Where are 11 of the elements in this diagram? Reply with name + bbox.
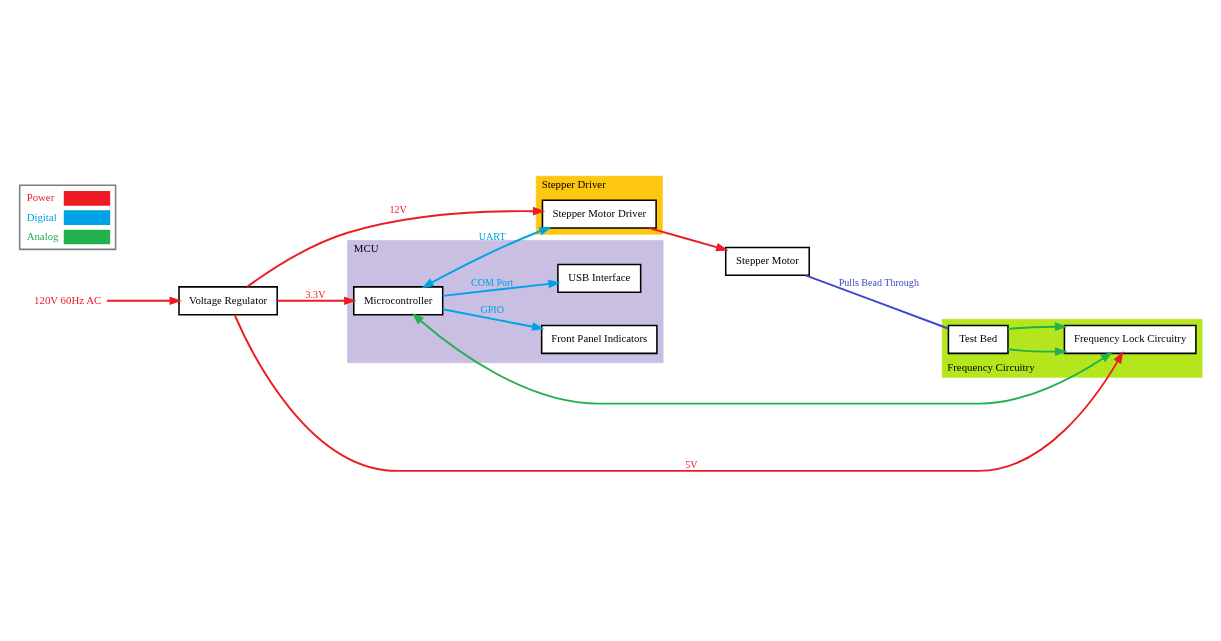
edge-label: Pulls Bead Through [838, 277, 919, 289]
edge-label: 3.3V [305, 289, 326, 300]
legend-label: Digital [26, 210, 57, 223]
edge-label: 5V [685, 459, 698, 471]
edge-label: 12V [389, 203, 407, 215]
edge-label: GPIO [480, 304, 504, 316]
edge-label: COM Port [471, 276, 514, 288]
node-text: 120V 60Hz AC [34, 293, 102, 306]
legend-label: Analog [26, 229, 59, 242]
edge-label: UART [478, 231, 506, 242]
legend-label: Power [26, 191, 55, 204]
